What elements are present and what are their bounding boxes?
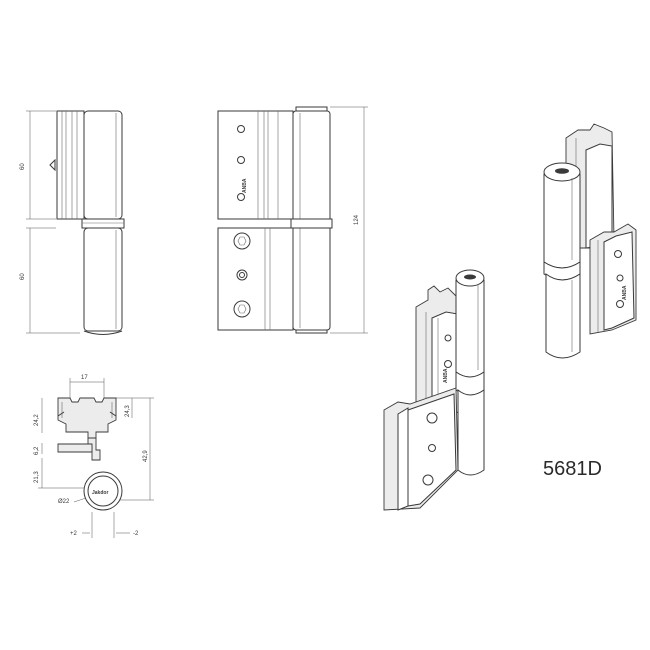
side-view: 60 60	[20, 110, 125, 335]
brand-mark-iso-right: ANBA	[622, 285, 628, 300]
iso-view-left: ANBA	[383, 269, 485, 511]
iso-view-right: ANBA	[543, 123, 637, 359]
brand-mark-upper: ANBA	[242, 178, 248, 193]
brand-mark-plan: Jakdor	[92, 490, 108, 496]
plan-view: 17 24,2 24,3 42,9 6,2 21,3 Jakdor Ø22	[34, 375, 154, 538]
plan-lower-dimension: 21,3	[34, 471, 40, 483]
plan-adjust-left: +2	[70, 531, 78, 537]
side-lower-dimension: 60	[20, 273, 26, 280]
plan-left-dimension: 24,2	[34, 414, 40, 426]
plan-right-dimension: 24,3	[125, 405, 131, 417]
front-height-dimension: 124	[354, 214, 360, 225]
brand-mark-iso-left: ANBA	[443, 368, 449, 383]
plan-diameter-dimension: Ø22	[58, 499, 70, 505]
plan-adjust-right: -2	[133, 531, 139, 537]
plan-offset-dimension: 6,2	[34, 446, 40, 455]
plan-top-dimension: 17	[81, 375, 88, 381]
front-view: ANBA 124	[217, 106, 368, 334]
model-number: 5681D	[543, 458, 602, 480]
plan-total-dimension: 42,9	[143, 450, 149, 462]
side-upper-dimension: 60	[20, 163, 26, 170]
